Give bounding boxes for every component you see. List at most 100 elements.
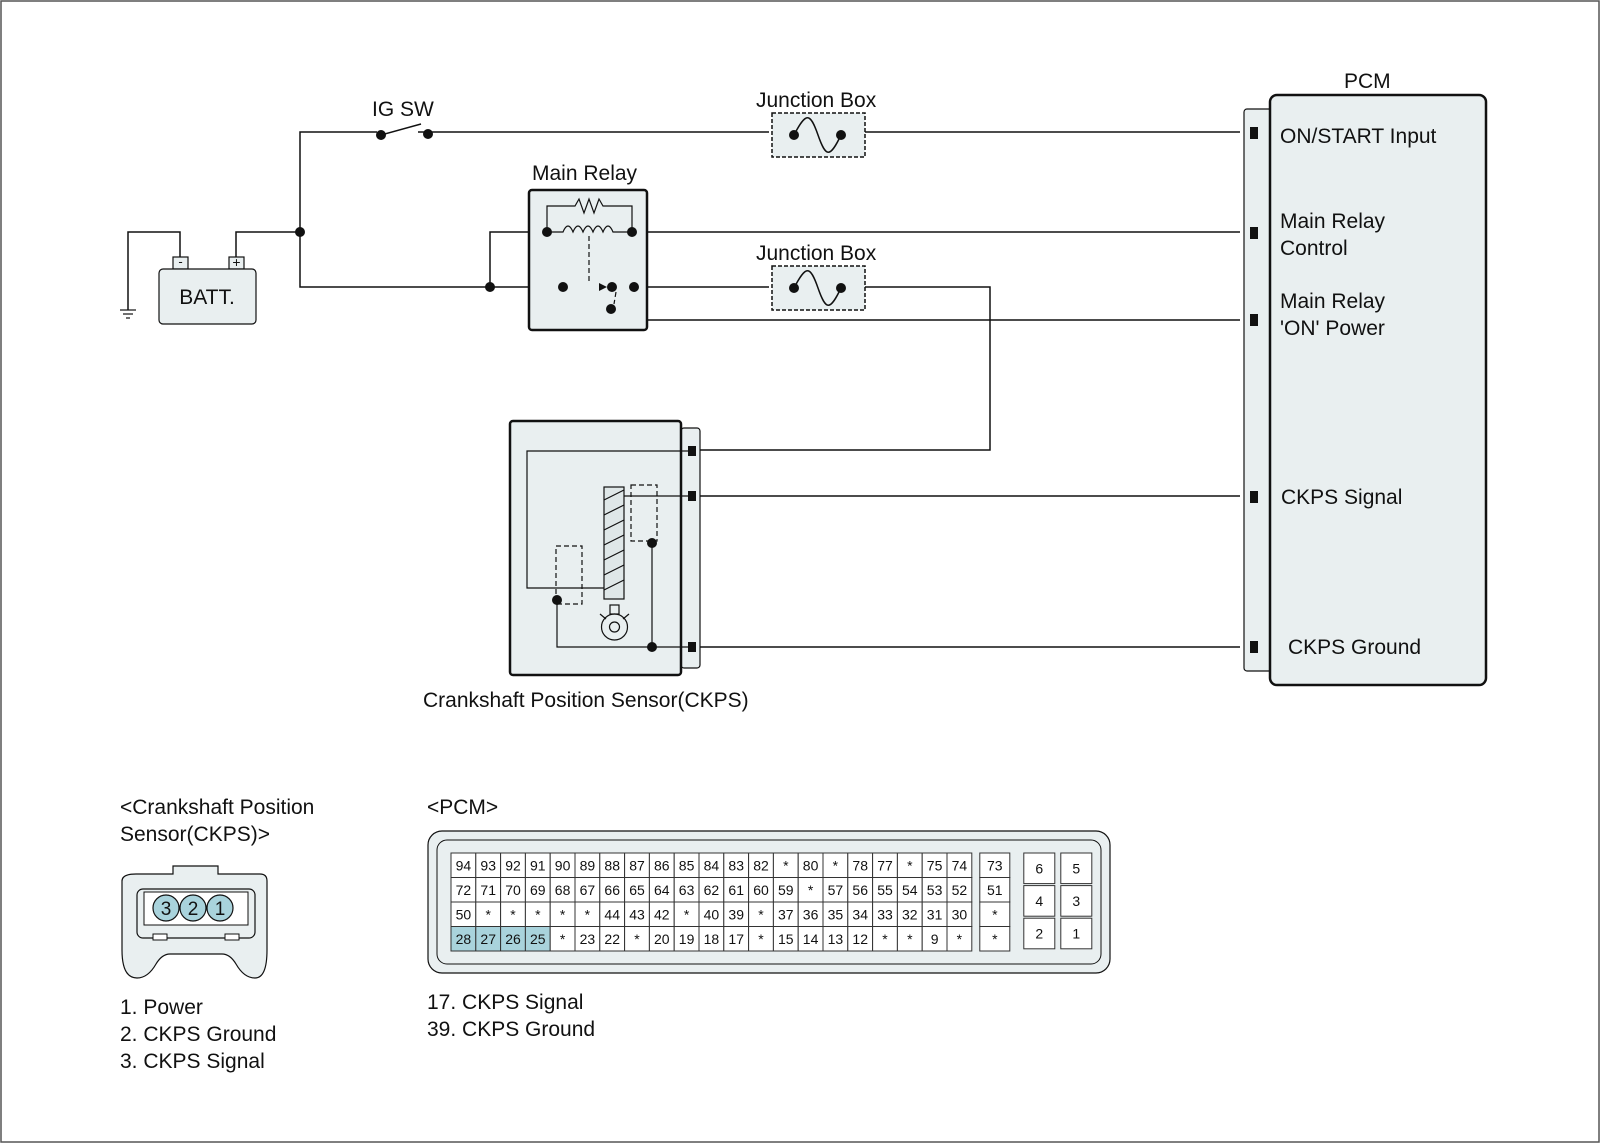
ckps-sensor: Crankshaft Position Sensor(CKPS) xyxy=(423,419,749,712)
main-relay: Main Relay xyxy=(527,162,649,332)
battery-minus-label: - xyxy=(178,254,182,269)
battery: - + BATT. xyxy=(158,254,257,325)
pcm-pin-label: * xyxy=(634,931,640,947)
pcm-pin-label: 40 xyxy=(704,906,720,922)
pcm-pin-label: 85 xyxy=(679,857,695,873)
sensor-inner-ground-b xyxy=(556,600,652,648)
ckps-sensor-label: Crankshaft Position Sensor(CKPS) xyxy=(423,689,749,712)
pcm-pin-label: 88 xyxy=(604,857,620,873)
pcm-pin-cell xyxy=(748,877,774,903)
battery-plus-label: + xyxy=(232,254,240,270)
pcm-pin-ckps-ground xyxy=(1250,641,1258,653)
pcm-pin-cell xyxy=(797,901,824,927)
pcm-pin-cell xyxy=(1023,917,1056,950)
pcm-pin-cell xyxy=(574,852,601,878)
pcm-pin-label: 3 xyxy=(1072,893,1080,909)
pcm-pin-cell xyxy=(624,877,650,903)
pcm-pin-label: 19 xyxy=(679,931,695,947)
pcm-pin-cell xyxy=(1060,852,1093,885)
pcm-pin-cell xyxy=(500,926,526,952)
pcm-pin-cell xyxy=(946,926,973,952)
pcm-pin-on-start xyxy=(1250,127,1258,139)
ckps-pin-2 xyxy=(179,894,207,922)
pcm-pin-label: 17 xyxy=(728,931,744,947)
ckps-connector-title-2: Sensor(CKPS)> xyxy=(120,823,270,846)
coil-icon xyxy=(547,225,632,234)
pcm-pin-label: 53 xyxy=(927,882,943,898)
pcm-pin-label: 28 xyxy=(456,931,472,947)
pcm-pin-label: * xyxy=(992,906,998,922)
pcm-pin-cell xyxy=(723,926,750,952)
pcm-pin-label: 33 xyxy=(877,906,893,922)
pcm-pin-label: 75 xyxy=(927,857,943,873)
pcm-pin-label: 68 xyxy=(555,882,571,898)
pcm-pin-label: * xyxy=(560,906,566,922)
pcm-pin-cell xyxy=(1023,852,1056,885)
resistor-icon xyxy=(546,197,633,232)
hall-element-icon xyxy=(630,484,658,542)
pcm-legend-2: 39. CKPS Ground xyxy=(427,1018,595,1041)
wire-relay-feed xyxy=(299,228,560,288)
pcm-pin-cell xyxy=(822,926,849,952)
pcm-pin-label: 60 xyxy=(753,882,769,898)
pcm-pin-cell xyxy=(500,852,526,878)
splice-dot xyxy=(295,227,305,237)
pcm-pin-cell xyxy=(921,852,948,878)
pcm-pin-label: 65 xyxy=(629,882,645,898)
pcm-pin-label: 57 xyxy=(828,882,844,898)
pcm-pin-label: * xyxy=(882,931,888,947)
pcm-pin-cell xyxy=(723,901,750,927)
splice-dot xyxy=(485,282,495,292)
pcm-pin-label: 90 xyxy=(555,857,571,873)
pcm-pin-label: 64 xyxy=(654,882,670,898)
pcm-pin-label: 23 xyxy=(580,931,596,947)
pcm-pin-cell xyxy=(1023,885,1056,917)
pcm-pin-label: 13 xyxy=(828,931,844,947)
pcm-pin-label: 55 xyxy=(877,882,893,898)
pcm-pin-label: 2 xyxy=(1035,926,1043,942)
pcm-pin-cell xyxy=(624,926,650,952)
pcm-pin-label: 34 xyxy=(852,906,868,922)
pcm-pin-label: 83 xyxy=(728,857,744,873)
pcm-pin-cell xyxy=(500,877,526,903)
ckps-legend-1: 1. Power xyxy=(120,996,203,1019)
pcm-pin-label: 59 xyxy=(778,882,794,898)
junction-box-1: Junction Box xyxy=(756,89,877,158)
fuse-icon xyxy=(793,270,842,306)
pcm-terminal-on-start: ON/START Input xyxy=(1280,125,1437,148)
pcm-pin-label: * xyxy=(758,906,764,922)
ig-sw-label: IG SW xyxy=(372,98,434,121)
wire-batt-minus xyxy=(127,231,181,310)
ckps-pin-label: 3 xyxy=(161,899,172,920)
pcm-pin-label: 78 xyxy=(852,857,868,873)
pcm-pin-cell xyxy=(872,901,898,927)
pcm-pin-label: 62 xyxy=(704,882,720,898)
pcm-pin-label: 73 xyxy=(987,857,1003,873)
pcm-pin-label: 9 xyxy=(931,931,939,947)
pcm-pin-cell xyxy=(1060,917,1093,950)
pcm-pin-label: * xyxy=(992,931,998,947)
pcm-pin-cell xyxy=(574,877,601,903)
pcm-pin-cell xyxy=(599,877,626,903)
pcm-pin-label: 80 xyxy=(803,857,819,873)
pcm-pin-cell xyxy=(549,877,576,903)
pcm-pin-label: 92 xyxy=(505,857,521,873)
pcm-pin-cell xyxy=(772,877,799,903)
pcm-pin-cell xyxy=(748,901,774,927)
pcm-pin-label: * xyxy=(535,906,541,922)
ckps-pin-1 xyxy=(206,894,234,922)
pcm-pin-label: 69 xyxy=(530,882,546,898)
pcm-pin-label: 86 xyxy=(654,857,670,873)
pcm-pin-label: 26 xyxy=(505,931,521,947)
pcm-pin-cell xyxy=(599,852,626,878)
pcm-pin-label: * xyxy=(808,882,814,898)
pcm-pin-label: 6 xyxy=(1035,860,1043,876)
pcm-pin-cell xyxy=(797,852,824,878)
pcm-pin-cell xyxy=(896,852,923,878)
pcm-pin-label: 37 xyxy=(778,906,794,922)
pcm-pin-cell xyxy=(549,926,576,952)
